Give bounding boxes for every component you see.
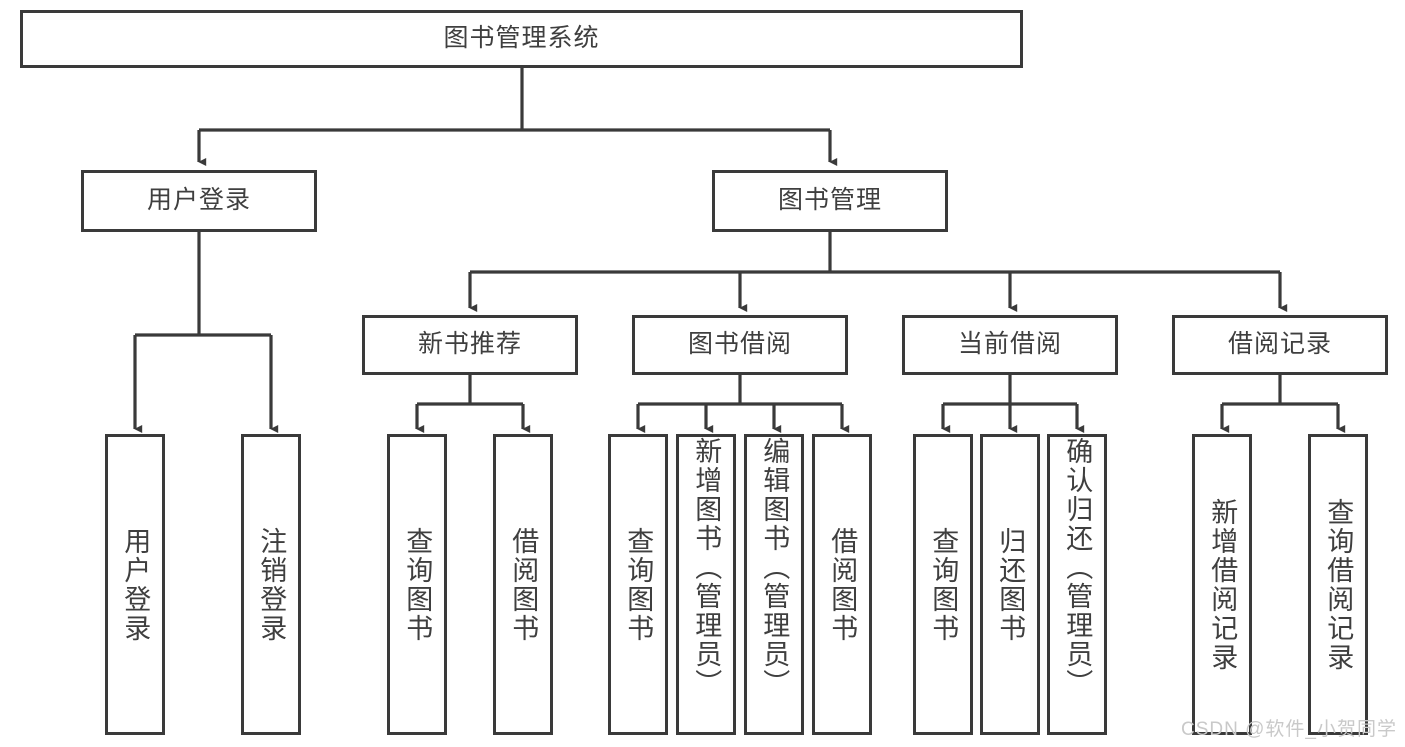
- node-user-login[interactable]: 用户登录: [81, 170, 317, 232]
- node-label: 新书推荐: [417, 330, 522, 359]
- node-label: 查询图书: [928, 526, 959, 643]
- leaf-add-borrow-record[interactable]: 新增借阅记录: [1192, 434, 1252, 735]
- node-label: 归还图书: [995, 526, 1026, 643]
- node-label: 图书管理: [777, 186, 882, 215]
- leaf-return-book[interactable]: 归还图书: [980, 434, 1040, 735]
- node-label: 图书借阅: [687, 330, 792, 359]
- node-label: 借阅图书: [508, 526, 539, 643]
- node-label: 新增借阅记录: [1207, 497, 1238, 672]
- leaf-query-book-recommend[interactable]: 查询图书: [387, 434, 447, 735]
- node-label: 编辑图书（管理员）: [759, 437, 790, 698]
- node-label: 查询图书: [623, 526, 654, 643]
- leaf-logout-login[interactable]: 注销登录: [241, 434, 301, 735]
- node-label: 查询借阅记录: [1323, 497, 1354, 672]
- leaf-user-login[interactable]: 用户登录: [105, 434, 165, 735]
- leaf-confirm-return-admin[interactable]: 确认归还（管理员）: [1047, 434, 1107, 735]
- node-borrow-record[interactable]: 借阅记录: [1172, 315, 1388, 375]
- node-current-borrow[interactable]: 当前借阅: [902, 315, 1118, 375]
- node-label: 新增图书（管理员）: [691, 437, 722, 698]
- node-label: 图书管理系统: [443, 24, 600, 53]
- leaf-query-book-current[interactable]: 查询图书: [913, 434, 973, 735]
- node-book-management[interactable]: 图书管理: [712, 170, 948, 232]
- leaf-borrow-book-recommend[interactable]: 借阅图书: [493, 434, 553, 735]
- leaf-query-borrow-record[interactable]: 查询借阅记录: [1308, 434, 1368, 735]
- node-book-borrow[interactable]: 图书借阅: [632, 315, 848, 375]
- node-root-system[interactable]: 图书管理系统: [20, 10, 1023, 68]
- leaf-add-book-admin[interactable]: 新增图书（管理员）: [676, 434, 736, 735]
- node-label: 当前借阅: [957, 330, 1062, 359]
- node-label: 注销登录: [256, 526, 287, 643]
- node-label: 查询图书: [402, 526, 433, 643]
- node-label: 用户登录: [146, 186, 251, 215]
- leaf-borrow-book[interactable]: 借阅图书: [812, 434, 872, 735]
- node-label: 借阅记录: [1227, 330, 1332, 359]
- node-label: 用户登录: [120, 526, 151, 643]
- node-label: 确认归还（管理员）: [1062, 437, 1093, 698]
- leaf-edit-book-admin[interactable]: 编辑图书（管理员）: [744, 434, 804, 735]
- node-new-book-recommend[interactable]: 新书推荐: [362, 315, 578, 375]
- watermark-text: CSDN @软件_小贺同学: [1181, 719, 1397, 740]
- leaf-query-book-borrow[interactable]: 查询图书: [608, 434, 668, 735]
- node-label: 借阅图书: [827, 526, 858, 643]
